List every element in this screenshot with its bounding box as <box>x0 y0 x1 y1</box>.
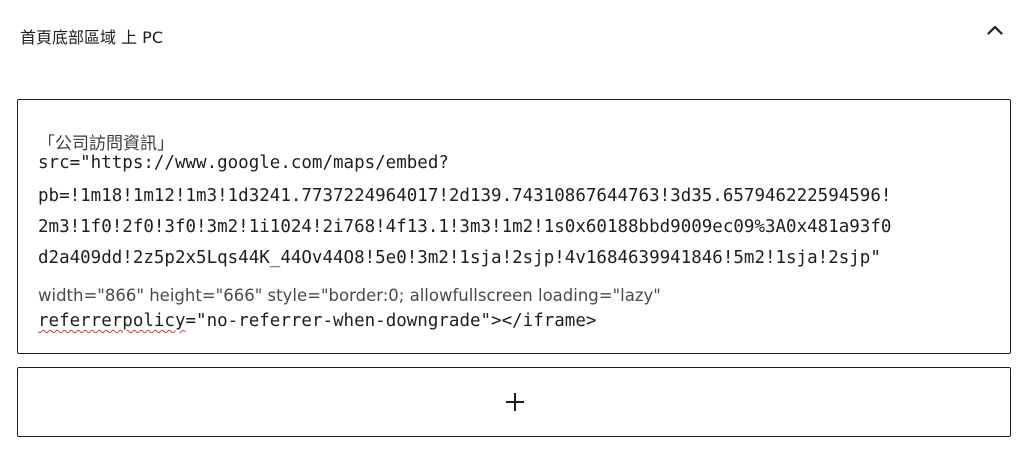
collapse-panel-button[interactable] <box>980 16 1010 44</box>
spellcheck-word: referrerpolicy <box>38 311 186 331</box>
panel-title: 首頁底部區域 上 PC <box>20 28 163 47</box>
custom-html-block[interactable]: 「公司訪問資訊」 src="https://www.google.com/map… <box>17 99 1011 354</box>
plus-icon <box>506 393 524 411</box>
code-attributes-line[interactable]: width="866" height="666" style="border:0… <box>38 286 661 305</box>
add-block-button[interactable] <box>17 367 1011 437</box>
code-pb-line-1[interactable]: pb=!1m18!1m12!1m3!1d3241.7737224964017!2… <box>38 186 892 206</box>
panel-header[interactable]: 首頁底部區域 上 PC <box>0 0 1024 70</box>
code-referrer-line[interactable]: referrerpolicy="no-referrer-when-downgra… <box>38 311 596 331</box>
code-label-line[interactable]: 「公司訪問資訊」 <box>38 134 174 154</box>
code-pb-line-2[interactable]: 2m3!1f0!2f0!3f0!3m2!1i1024!2i768!4f13.1!… <box>38 217 892 237</box>
chevron-up-icon <box>987 25 1003 35</box>
code-pb-line-3[interactable]: d2a409dd!2z5p2x5Lqs44K_44Ov44O8!5e0!3m2!… <box>38 248 881 268</box>
code-src-line[interactable]: src="https://www.google.com/maps/embed? <box>38 153 449 173</box>
referrer-value: ="no-referrer-when-downgrade"></iframe> <box>185 311 597 331</box>
